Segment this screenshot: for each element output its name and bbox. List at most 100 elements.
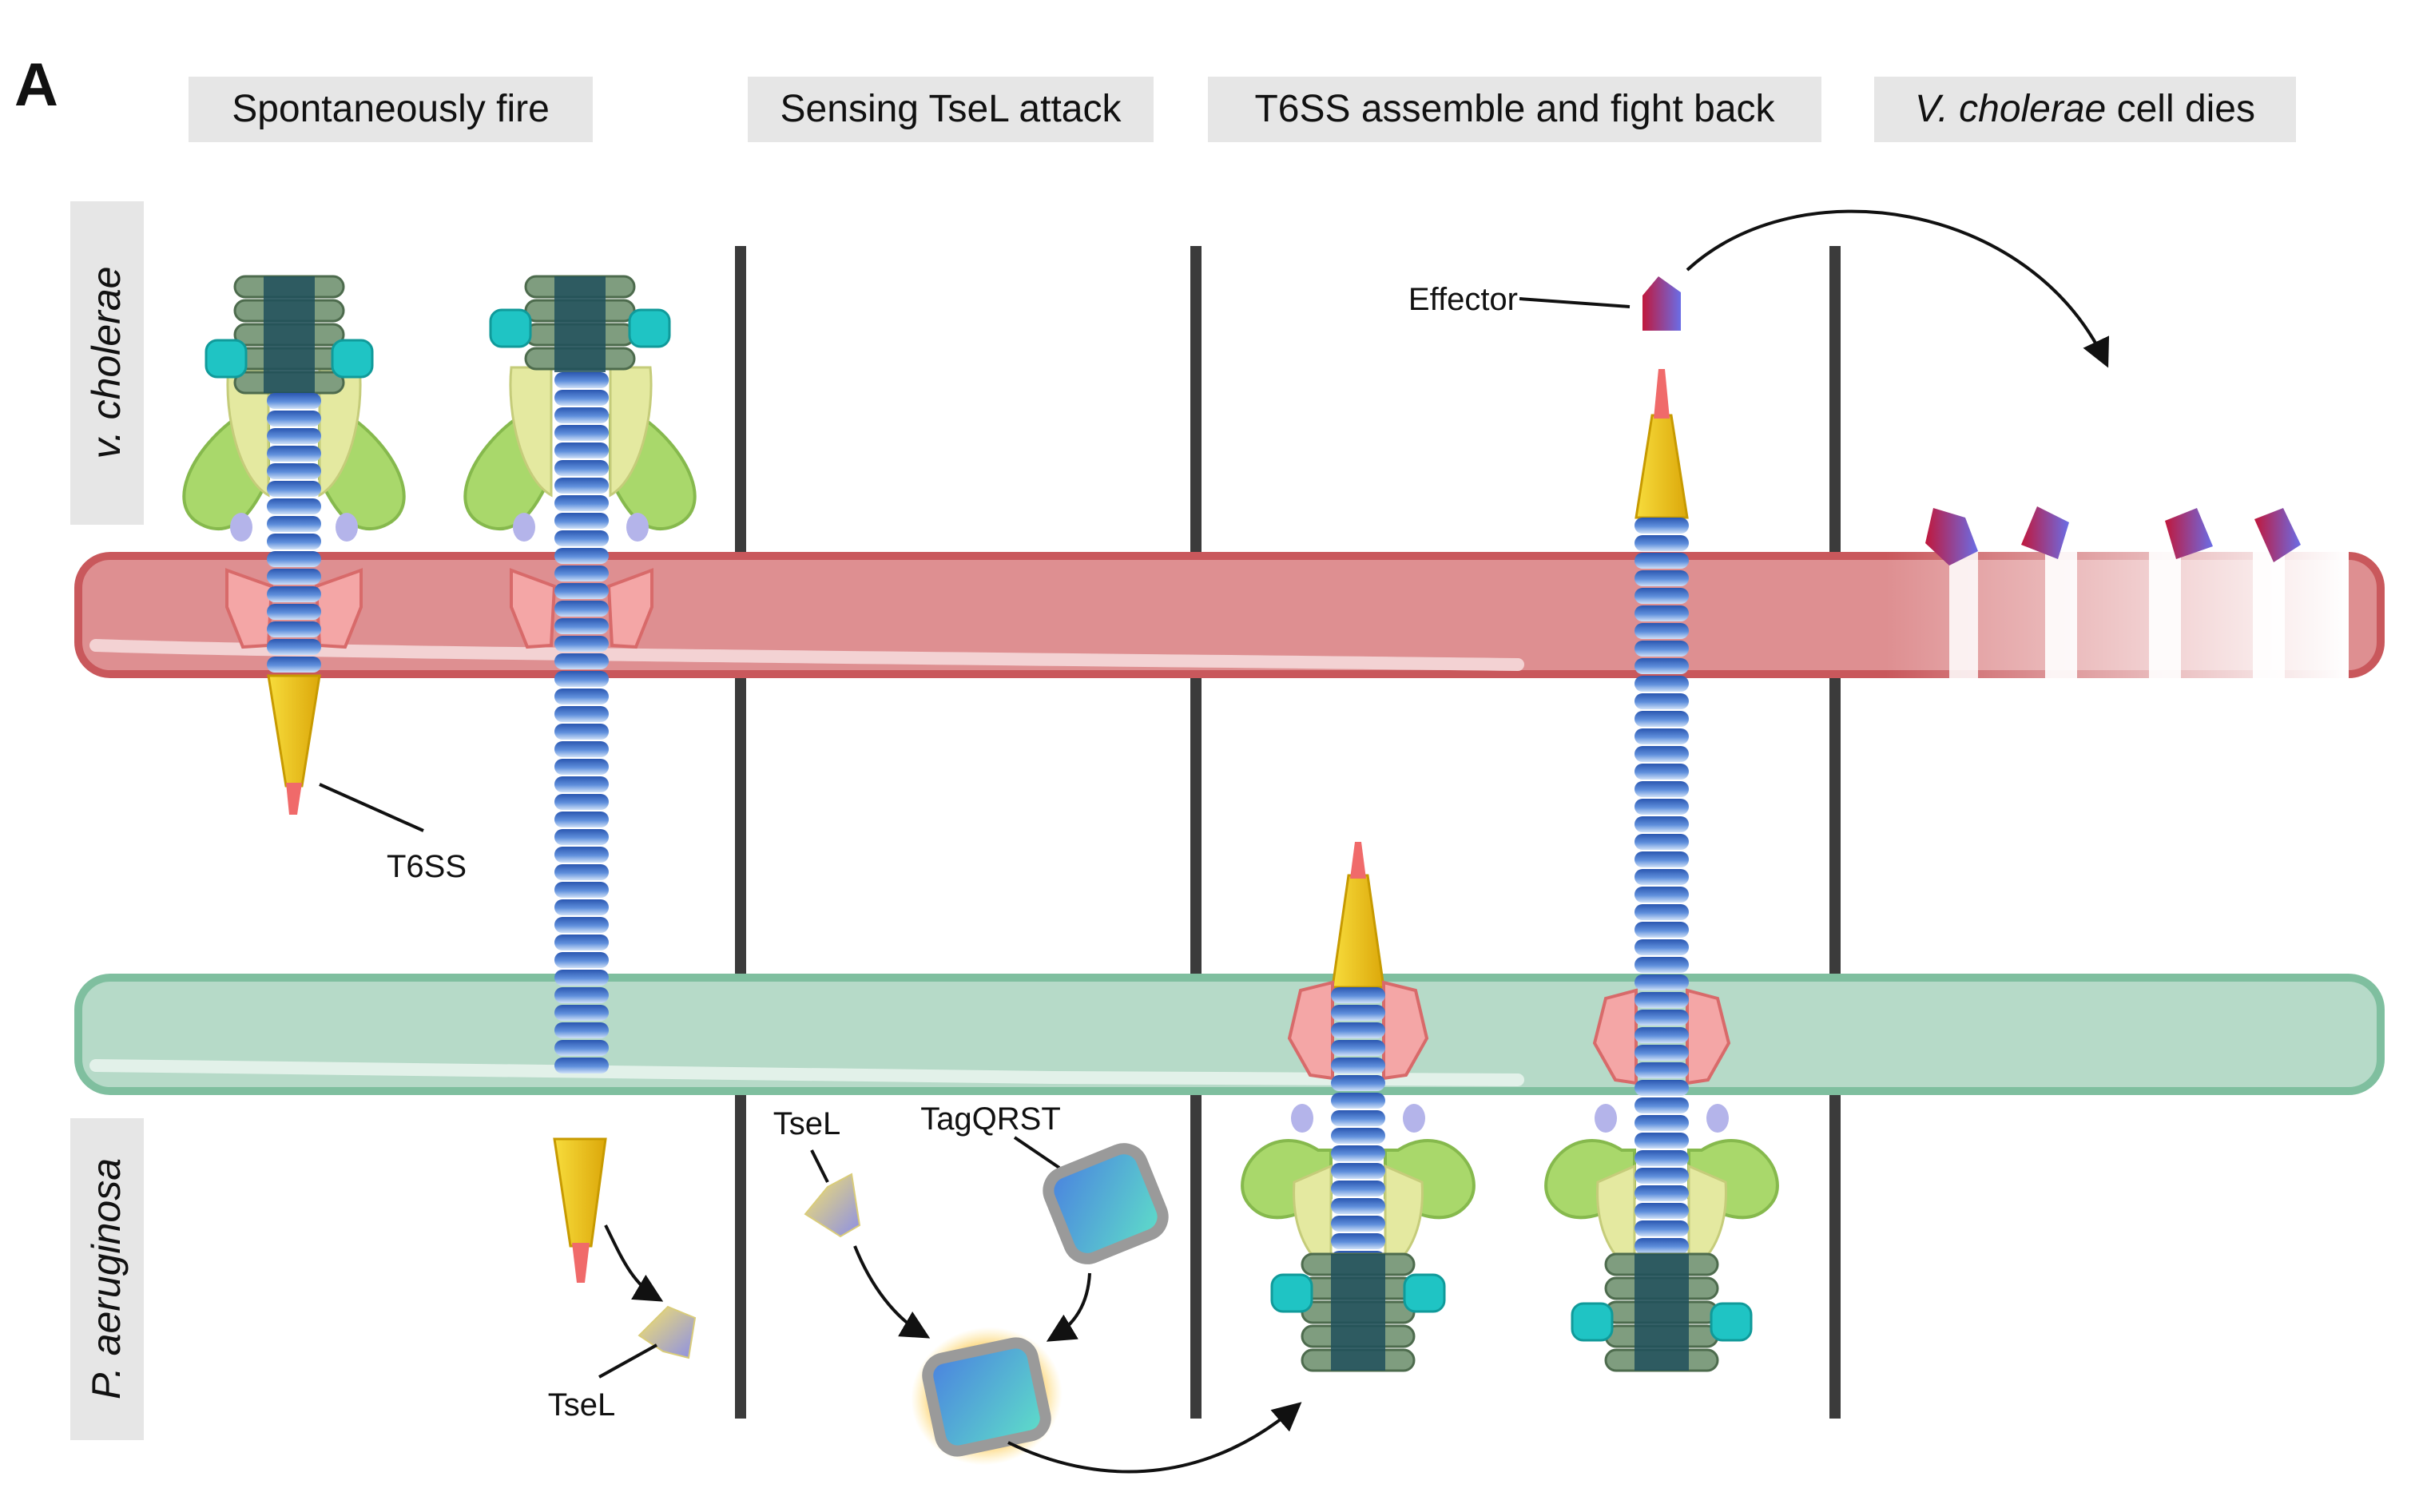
sheath-segment <box>554 495 609 511</box>
sheath-segment <box>554 847 609 863</box>
sheath-segment <box>554 583 609 599</box>
sheath-segment <box>267 604 321 620</box>
sheath-segment <box>1635 711 1689 727</box>
sheath-segment <box>1635 939 1689 955</box>
sheath-segment <box>554 618 609 634</box>
stage-header-4: V. cholerae cell dies <box>1874 77 2296 142</box>
sheath-segment <box>554 1022 609 1038</box>
sheath-segment <box>554 442 609 458</box>
sheath-segment <box>1331 1163 1385 1179</box>
sheath-segment <box>267 569 321 585</box>
t6ss-label: T6SS <box>387 849 467 884</box>
sheath-segment <box>1331 1198 1385 1214</box>
signal-to-assembly-arrow <box>1007 1402 1302 1474</box>
sheath-segment <box>554 917 609 933</box>
sheath-segment <box>554 390 609 406</box>
divider-2 <box>1190 246 1202 1419</box>
stage-header-3: T6SS assemble and fight back <box>1208 77 1821 142</box>
sheath-segment <box>1635 1238 1689 1254</box>
sheath-segment <box>1635 887 1689 903</box>
effector-label: Effector <box>1408 282 1518 317</box>
effector-icon <box>1642 276 1681 331</box>
sheath-segment <box>1635 816 1689 832</box>
sheath-segment <box>554 566 609 581</box>
sheath-segment <box>554 636 609 652</box>
tsel-mid-leader <box>810 1149 829 1183</box>
sheath-segment <box>1331 1040 1385 1056</box>
sheath-segment <box>1635 1062 1689 1078</box>
side-label-top-text: v. cholerae <box>84 267 129 459</box>
sheath-segment <box>1635 588 1689 604</box>
sheath-segment <box>1635 1045 1689 1061</box>
sheath-segment <box>554 706 609 722</box>
sheath-segment <box>554 987 609 1003</box>
sheath-segment <box>554 759 609 775</box>
stage-header-1-text: Spontaneously fire <box>232 88 550 130</box>
sheath-segment <box>554 548 609 564</box>
sheath-segment <box>1331 1128 1385 1144</box>
sheath-segment <box>554 935 609 950</box>
stage-header-1: Spontaneously fire <box>189 77 593 142</box>
sheath-segment <box>554 460 609 476</box>
sheath-segment <box>267 498 321 514</box>
sheath-segment <box>1635 1097 1689 1113</box>
sheath-segment <box>1635 641 1689 657</box>
tagqrst-leader <box>1013 1136 1061 1169</box>
sheath-segment <box>554 776 609 792</box>
sheath-segment <box>1635 658 1689 674</box>
tsel-left-label: TseL <box>548 1387 616 1423</box>
t6ss-machine-2 <box>463 275 697 1283</box>
sheath-segment <box>1635 974 1689 990</box>
sheath-segment <box>1635 869 1689 885</box>
pa-membrane <box>74 974 2385 1095</box>
tsel-left-icon <box>638 1305 697 1359</box>
sheath-segment <box>267 639 321 655</box>
tsel-mid-label: TseL <box>773 1106 841 1141</box>
sheath-segment <box>1635 1010 1689 1026</box>
tagqrst-activated-icon <box>905 1320 1068 1472</box>
sheath-segment <box>1635 605 1689 621</box>
t6ss-3-sheath <box>1331 987 1385 1267</box>
sheath-segment <box>1635 1027 1689 1043</box>
effector-leader <box>1519 297 1631 308</box>
sheath-segment <box>554 812 609 827</box>
sheath-segment <box>1331 1145 1385 1161</box>
sheath-segment <box>1331 1058 1385 1073</box>
sheath-segment <box>267 428 321 444</box>
sheath-segment <box>554 689 609 704</box>
vc-cell-debris <box>1925 506 2301 566</box>
vc-membrane <box>74 543 2385 687</box>
t6ss-4-sheath <box>1635 518 1689 1254</box>
divider-1 <box>735 246 746 1419</box>
sheath-segment <box>1635 1115 1689 1131</box>
tagqrst-inactive-icon <box>1043 1143 1169 1264</box>
sheath-segment <box>1331 1216 1385 1232</box>
sheath-segment <box>1331 1233 1385 1249</box>
sheath-segment <box>1331 1181 1385 1197</box>
sheath-segment <box>554 794 609 810</box>
sheath-segment <box>1331 1022 1385 1038</box>
stage-header-2: Sensing TseL attack <box>748 77 1154 142</box>
sheath-segment <box>267 657 321 673</box>
sheath-segment <box>554 653 609 669</box>
sheath-segment <box>267 481 321 497</box>
sheath-segment <box>1635 1150 1689 1166</box>
tsel-left-leader <box>598 1343 657 1379</box>
tsel-to-complex-arrow <box>853 1245 931 1339</box>
sheath-segment <box>267 586 321 602</box>
sheath-segment <box>267 393 321 409</box>
sheath-segment <box>267 621 321 637</box>
sheath-segment <box>1635 1168 1689 1184</box>
sheath-segment <box>1635 1203 1689 1219</box>
tsel-release-arrow <box>604 1224 664 1302</box>
sheath-segment <box>1635 957 1689 973</box>
sheath-segment <box>1635 904 1689 920</box>
sheath-segment <box>1635 676 1689 692</box>
sheath-segment <box>1635 922 1689 938</box>
sheath-segment <box>554 970 609 986</box>
sheath-segment <box>1635 746 1689 762</box>
sheath-segment <box>554 741 609 757</box>
t6ss-machine-1 <box>182 275 406 815</box>
sheath-segment <box>1635 781 1689 797</box>
panel-letter: A <box>14 51 58 119</box>
